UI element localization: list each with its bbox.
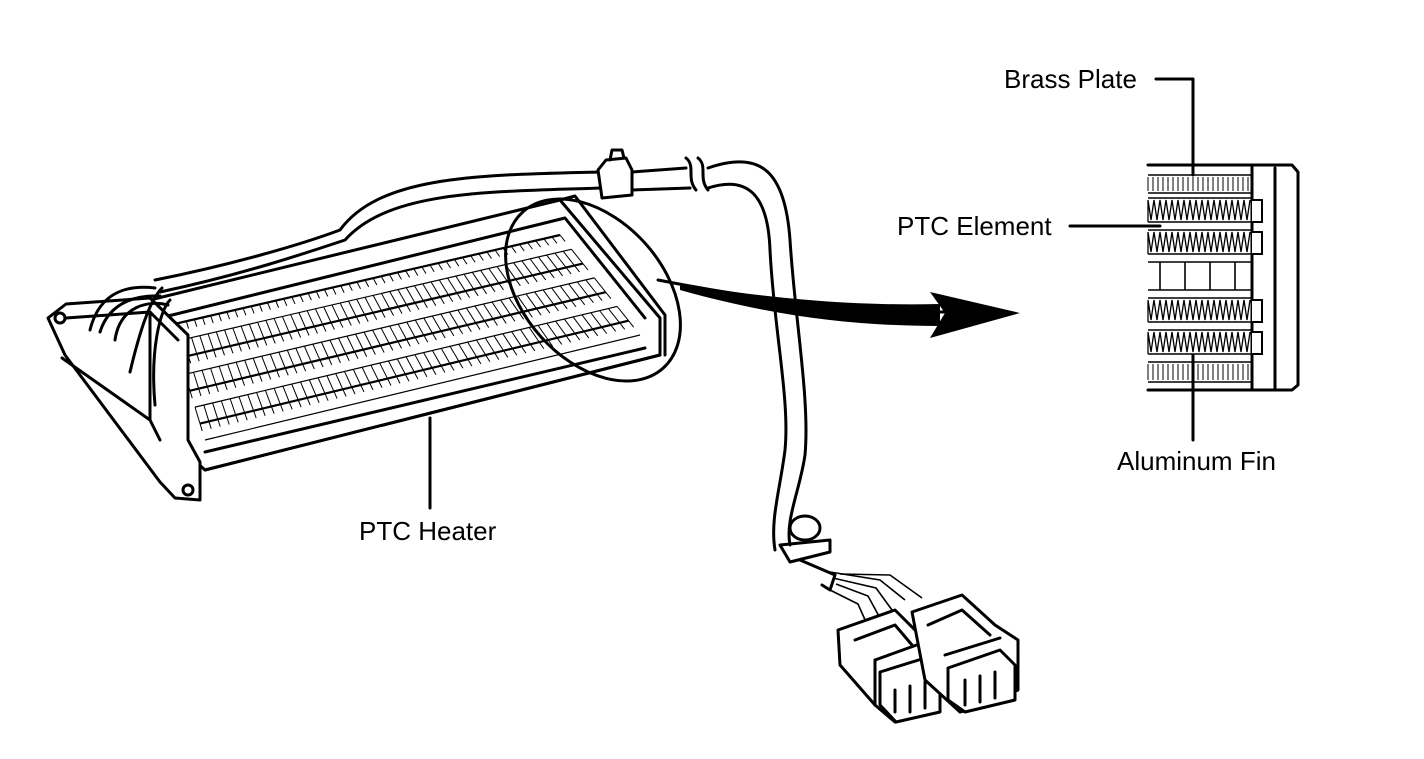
wire-harness bbox=[596, 148, 923, 623]
cross-section-detail bbox=[1146, 163, 1300, 392]
leader-lines bbox=[428, 77, 1195, 510]
label-ptc-heater: PTC Heater bbox=[359, 516, 497, 546]
label-aluminum-fin: Aluminum Fin bbox=[1117, 446, 1276, 476]
label-ptc-element: PTC Element bbox=[897, 211, 1052, 241]
ptc-heater-assembly bbox=[46, 170, 667, 502]
label-brass-plate: Brass Plate bbox=[1004, 64, 1137, 94]
wire-connectors bbox=[836, 593, 1020, 724]
right-arrow-icon bbox=[656, 278, 1020, 338]
heater-fin-grid bbox=[169, 233, 641, 441]
detail-circle bbox=[504, 197, 682, 383]
